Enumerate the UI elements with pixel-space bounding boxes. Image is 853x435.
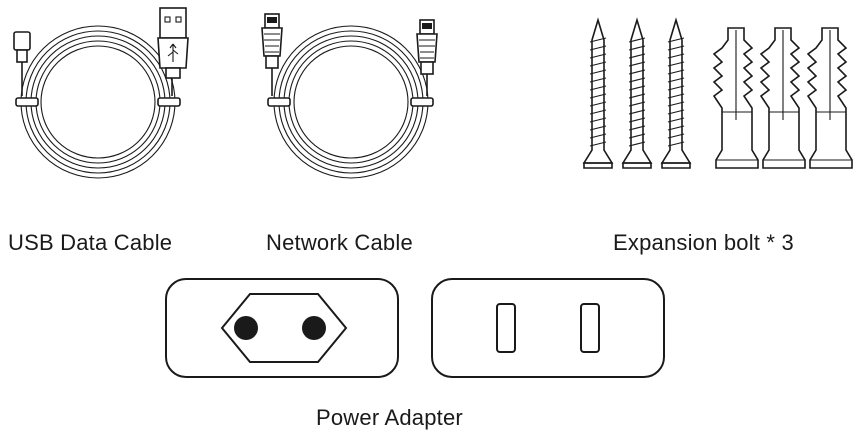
network-cable-icon [261, 13, 438, 179]
screw-and-anchor-icon [582, 17, 853, 169]
usb-cable-icon [13, 7, 189, 179]
network-cable-label: Network Cable [266, 230, 413, 255]
usb-data-cable-label: USB Data Cable [8, 230, 173, 255]
power-adapter-label: Power Adapter [316, 405, 463, 430]
plug-adapter-icon [165, 278, 665, 378]
expansion-bolt-label: Expansion bolt * 3 [613, 230, 794, 255]
